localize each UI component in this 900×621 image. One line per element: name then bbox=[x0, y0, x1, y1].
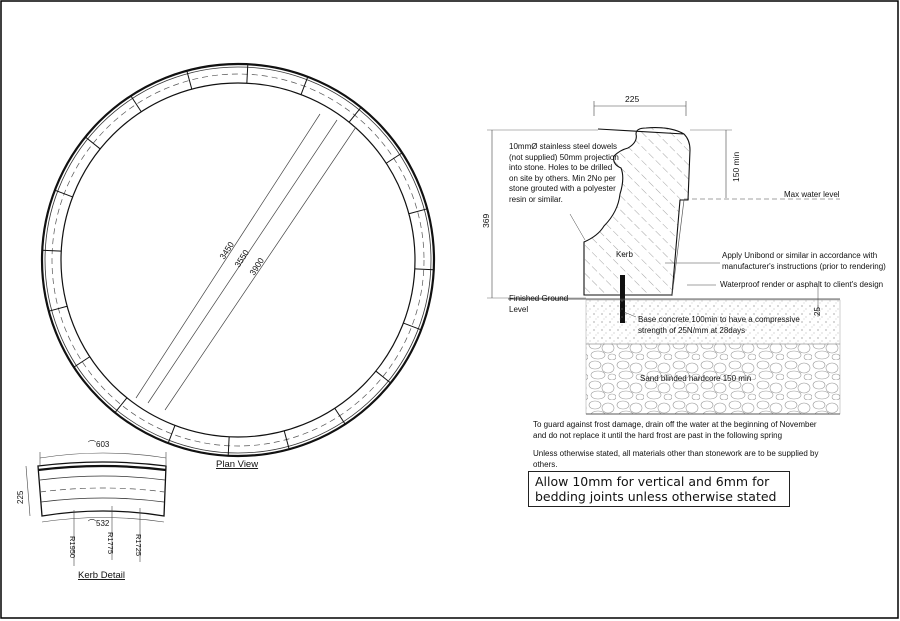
segment-joint bbox=[54, 189, 73, 198]
dowel-note: 10mmØ stainless steel dowels (not suppli… bbox=[509, 142, 619, 204]
materials-note: Unless otherwise stated, all materials o… bbox=[533, 449, 819, 469]
base-concrete-note: Base concrete 100min to have a compressi… bbox=[638, 315, 800, 335]
section-height-dim: 369 bbox=[481, 214, 491, 228]
segment-joint bbox=[375, 370, 391, 384]
plan-dim-mid: 3550 bbox=[232, 248, 251, 270]
segment-joint bbox=[227, 436, 230, 456]
segment-joint bbox=[414, 268, 434, 271]
base-concrete bbox=[585, 299, 841, 345]
kerb-depth: 225 bbox=[16, 490, 25, 504]
plan-dashed-ring bbox=[51, 73, 425, 447]
segment-joint bbox=[385, 152, 403, 164]
plan-dim-line-outer bbox=[164, 126, 357, 411]
plan-dim-line-mid bbox=[147, 119, 338, 404]
section-upper-dim: 150 min bbox=[731, 151, 741, 182]
kerb-detail-outline bbox=[37, 461, 167, 517]
frost-note: To guard against frost damage, drain off… bbox=[533, 420, 817, 440]
plan-view-title: Plan View bbox=[216, 459, 258, 470]
plan-inner-ring bbox=[60, 82, 416, 438]
segment-joint bbox=[48, 305, 68, 312]
segment-joint bbox=[167, 425, 176, 444]
plan-dim-inner: 3450 bbox=[217, 240, 236, 262]
kerb-detail-dashed bbox=[39, 487, 166, 493]
plan-view: 3450 3550 3900 Plan View bbox=[40, 62, 436, 470]
kerb-r1: R1950 bbox=[68, 536, 77, 558]
segment-joint bbox=[73, 356, 91, 368]
plan-segment-joints bbox=[42, 64, 434, 456]
segment-joint bbox=[114, 397, 128, 413]
waterproof-note: Waterproof render or asphalt to client's… bbox=[720, 280, 884, 289]
kerb-detail: ⌒603 ⌒532 225 R1950 R1775 R1725 Kerb Det… bbox=[16, 440, 167, 581]
ground-level-label: Finished Ground Level bbox=[509, 294, 569, 314]
segment-joint bbox=[300, 76, 309, 95]
segment-joint bbox=[186, 70, 193, 90]
segment-joint bbox=[334, 407, 346, 425]
segment-joint bbox=[403, 322, 422, 331]
plan-dim-line-inner bbox=[135, 113, 321, 399]
kerb-section bbox=[583, 127, 691, 296]
section-lower-dim: 25 bbox=[813, 307, 822, 316]
plan-outer-ring-2 bbox=[44, 66, 432, 454]
hardcore-note: Sand blinded hardcore 150 min bbox=[640, 374, 752, 383]
joints-note: Allow 10mm for vertical and 6mm for bedd… bbox=[528, 471, 790, 507]
kerb-detail-title: Kerb Detail bbox=[78, 570, 125, 581]
section-view: 225 369 150 min Kerb 25 bbox=[481, 94, 841, 415]
plan-outer-ring bbox=[40, 62, 436, 458]
segment-joint bbox=[246, 64, 249, 84]
kerb-r2: R1775 bbox=[106, 532, 115, 554]
kerb-r3: R1725 bbox=[134, 534, 143, 556]
kerb-detail-band-2 bbox=[39, 475, 166, 481]
kerb-detail-band-3 bbox=[40, 497, 165, 503]
plan-dim-outer: 3900 bbox=[247, 256, 266, 278]
kerb-detail-band-1 bbox=[37, 464, 167, 472]
max-water-label: Max water level bbox=[784, 190, 840, 199]
segment-joint bbox=[85, 136, 101, 150]
segment-joint bbox=[42, 249, 62, 252]
unibond-note: Apply Unibond or similar in accordance w… bbox=[722, 251, 886, 271]
segment-joint bbox=[130, 95, 142, 113]
kerb-arc-outer: ⌒603 bbox=[88, 440, 110, 449]
kerb-arc-inner: ⌒532 bbox=[88, 519, 110, 528]
segment-joint bbox=[348, 107, 362, 123]
section-width-dim: 225 bbox=[625, 94, 639, 104]
kerb-label: Kerb bbox=[616, 250, 633, 259]
segment-joint bbox=[283, 430, 290, 450]
hardcore-layer bbox=[585, 343, 841, 415]
segment-joint bbox=[408, 208, 428, 215]
